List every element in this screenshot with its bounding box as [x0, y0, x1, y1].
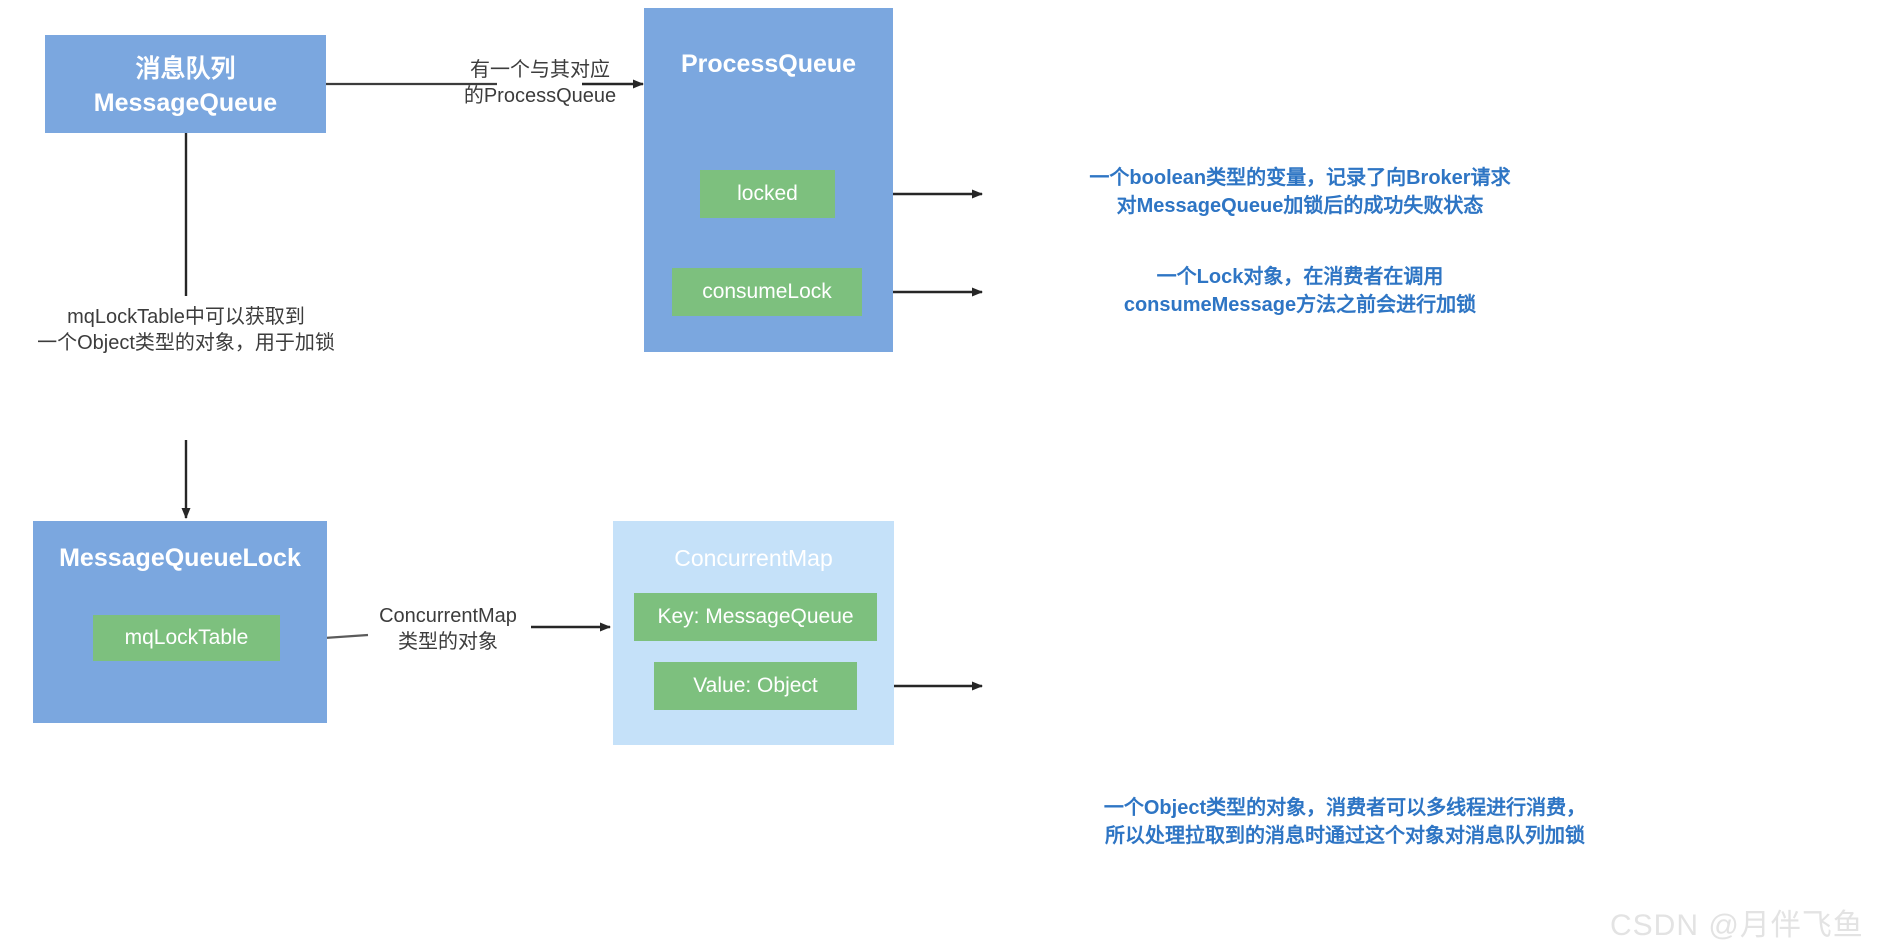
- node-message-queue-lock-title: MessageQueueLock: [59, 544, 301, 572]
- edge-label-mq-to-processqueue: 有一个与其对应 的ProcessQueue: [463, 59, 617, 108]
- node-concurrent-map-title: ConcurrentMap: [674, 545, 833, 571]
- node-message-queue-lock[interactable]: MessageQueueLock mqLockTable: [33, 521, 327, 723]
- annotation-consume-lock: 一个Lock对象，在消费者在调用 consumeMessage方法之前会进行加锁: [1123, 266, 1477, 316]
- field-map-key-label: Key: MessageQueue: [657, 605, 854, 628]
- field-map-key[interactable]: Key: MessageQueue: [634, 593, 877, 641]
- field-mq-lock-table-label: mqLockTable: [124, 626, 249, 649]
- node-message-queue[interactable]: 消息队列 MessageQueue: [45, 35, 326, 133]
- field-locked-label: locked: [737, 182, 798, 205]
- node-message-queue-title-line2: MessageQueue: [93, 89, 278, 117]
- csdn-watermark: CSDN @月伴飞鱼: [1610, 909, 1864, 942]
- edge-label-mqlocktable-to-concurrentmap: ConcurrentMap 类型的对象: [379, 605, 517, 654]
- annotation-locked: 一个boolean类型的变量，记录了向Broker请求 对MessageQueu…: [1089, 167, 1511, 217]
- annotation-value-object: 一个Object类型的对象，消费者可以多线程进行消费， 所以处理拉取到的消息时通…: [1103, 797, 1587, 847]
- field-consume-lock[interactable]: consumeLock: [672, 268, 862, 316]
- node-message-queue-title-line1: 消息队列: [135, 55, 236, 83]
- node-process-queue[interactable]: ProcessQueue locked consumeLock: [644, 8, 893, 352]
- field-map-value[interactable]: Value: Object: [654, 662, 857, 710]
- node-process-queue-title: ProcessQueue: [680, 50, 857, 78]
- field-locked[interactable]: locked: [700, 170, 835, 218]
- field-map-value-label: Value: Object: [693, 674, 818, 697]
- field-mq-lock-table[interactable]: mqLockTable: [93, 615, 280, 661]
- edge-label-mq-to-messagequeuelock: mqLockTable中可以获取到 一个Object类型的对象，用于加锁: [37, 306, 335, 355]
- field-consume-lock-label: consumeLock: [702, 280, 832, 303]
- node-concurrent-map[interactable]: ConcurrentMap Key: MessageQueue Value: O…: [613, 521, 894, 745]
